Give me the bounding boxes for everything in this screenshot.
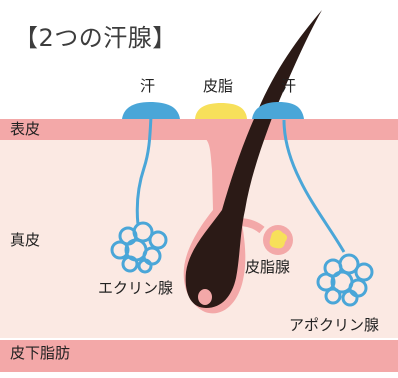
- sebum-label: 皮脂: [203, 77, 233, 95]
- sweat-droplet-left: [122, 102, 180, 119]
- sebaceous-gland-label: 皮脂腺: [245, 258, 290, 276]
- epidermis-label: 表皮: [10, 120, 40, 138]
- page-title: 【2つの汗腺】: [14, 24, 177, 52]
- eccrine-gland-label: エクリン腺: [98, 279, 173, 297]
- sweat-left-label: 汗: [140, 77, 155, 95]
- subcutaneous-fat-label: 皮下脂肪: [10, 344, 70, 362]
- epidermis-layer: [0, 119, 398, 140]
- apocrine-gland-label: アポクリン腺: [289, 316, 379, 334]
- sweat-right-label: 汗: [281, 77, 296, 95]
- sebum-droplet: [195, 103, 247, 119]
- dermis-label: 真皮: [10, 231, 40, 249]
- sweat-droplet-right: [252, 102, 304, 119]
- hair-papilla: [198, 289, 212, 305]
